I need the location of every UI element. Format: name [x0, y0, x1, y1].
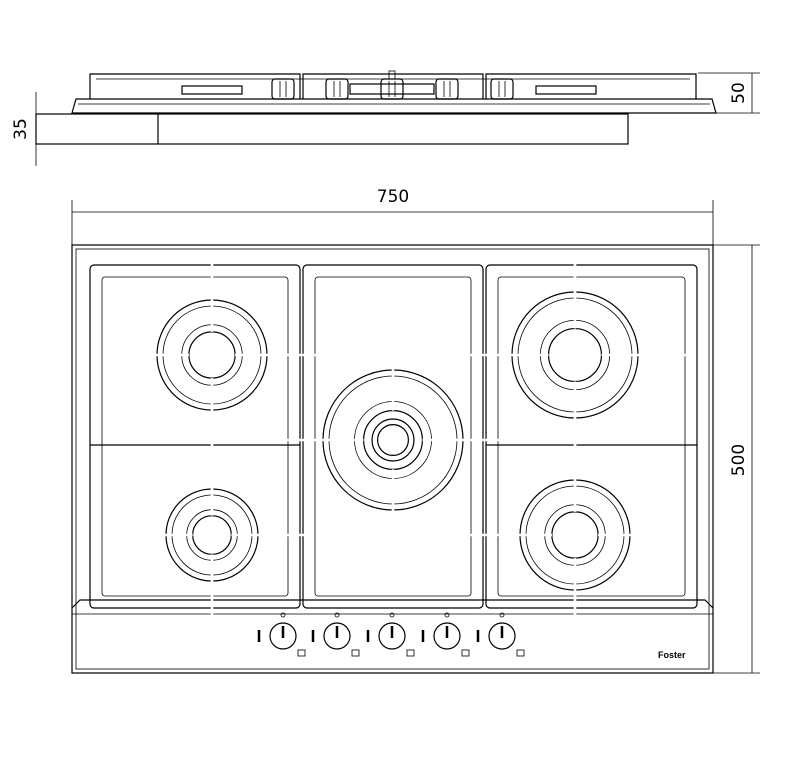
control-knob[interactable] — [476, 612, 525, 657]
hob-outline — [71, 244, 714, 674]
burner-center-wok — [273, 330, 513, 550]
dimension-label-height-above: 50 — [729, 82, 749, 104]
dimension-label-width: 750 — [377, 187, 409, 207]
side-view: 50 35 — [11, 70, 760, 166]
burner-front-left — [116, 449, 308, 621]
side-knob — [271, 78, 295, 100]
side-knob — [380, 78, 404, 100]
burner-rear-left — [107, 260, 317, 450]
grate-right — [485, 264, 698, 609]
top-view: 750 500 Foster — [71, 187, 760, 674]
burner-rear-right — [462, 252, 688, 458]
side-knob — [325, 78, 349, 100]
grate-left — [89, 264, 301, 609]
control-knob[interactable] — [257, 612, 306, 657]
burner-front-right — [470, 440, 680, 630]
side-knobs — [271, 70, 514, 100]
side-knob — [435, 78, 459, 100]
control-knob[interactable] — [311, 612, 360, 657]
side-knob — [490, 78, 514, 100]
countertop — [35, 113, 629, 145]
hob-plate-side — [71, 98, 717, 114]
burner-position-icon — [461, 649, 470, 657]
burner-position-icon — [351, 649, 360, 657]
burner-position-icon — [406, 649, 415, 657]
pan-supports-side — [89, 73, 697, 99]
dimension-label-depth: 500 — [729, 444, 749, 476]
grate-center — [302, 264, 484, 609]
burner-position-icon — [297, 649, 306, 657]
brand-logo: Foster — [658, 650, 686, 660]
control-panel-edge — [71, 599, 714, 609]
dimension-label-height-below: 35 — [11, 118, 31, 140]
control-knob[interactable] — [421, 612, 470, 657]
burner-position-icon — [516, 649, 525, 657]
control-knob[interactable] — [366, 612, 415, 657]
